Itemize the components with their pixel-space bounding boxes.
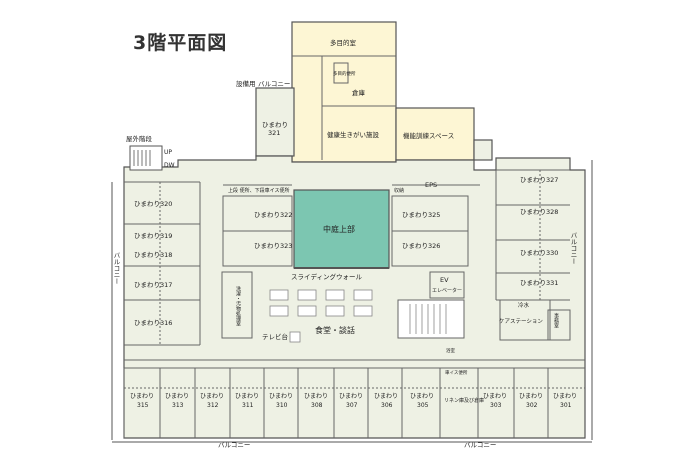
room-328-name: ひまわり	[520, 208, 546, 216]
storage-label: 収納	[394, 187, 404, 194]
room-317-num: 317	[160, 281, 172, 289]
warehouse-label: 倉庫	[352, 88, 366, 97]
page-title: 3階平面図	[133, 32, 228, 54]
dining-tables	[269, 289, 373, 343]
room-315-name: ひまわり	[130, 393, 154, 400]
eps-label: EPS	[425, 181, 437, 189]
room-307-name: ひまわり	[339, 393, 363, 400]
room-316-name: ひまわり	[134, 319, 160, 327]
room-301-name: ひまわり	[553, 393, 577, 400]
multipurpose-area	[291, 21, 397, 163]
outer-stairs	[129, 145, 163, 171]
room-310-name: ひまわり	[269, 393, 293, 400]
wheelchair-toilet-label: 車イス便所	[445, 369, 468, 376]
room-322-name: ひまわり	[254, 211, 280, 219]
cold-water-label: 冷水	[518, 301, 530, 309]
room-302-name: ひまわり	[519, 393, 543, 400]
room-328-num: 328	[546, 208, 558, 216]
room-320-num: 320	[160, 200, 172, 208]
multipurpose-label: 多目的室	[330, 38, 357, 47]
office-label: 事務室	[553, 312, 559, 328]
room-321-name: ひまわり	[262, 121, 288, 129]
room-302-num: 302	[526, 402, 538, 409]
balcony-top-label: バルコニー	[258, 80, 290, 88]
wing-321	[255, 87, 295, 157]
room-331-num: 331	[546, 279, 558, 287]
balcony-right-label: バルコニー	[569, 232, 577, 265]
room-320-name: ひまわり	[134, 200, 160, 208]
ev-label: EV	[440, 276, 449, 284]
room-312-name: ひまわり	[200, 393, 224, 400]
room-325-num: 325	[428, 211, 440, 219]
room-330-num: 330	[546, 249, 558, 257]
room-318-name: ひまわり	[134, 251, 160, 259]
sliding-label: スライディングウォール	[291, 272, 363, 281]
room-319-name: ひまわり	[134, 232, 160, 240]
wing-small	[473, 139, 493, 161]
equipment-label: 設備用	[236, 79, 256, 88]
balcony-bottom-right-label: バルコニー	[464, 441, 496, 449]
room-319-num: 319	[160, 232, 172, 240]
walls	[123, 55, 585, 438]
room-311-name: ひまわり	[235, 393, 259, 400]
room-310-num: 310	[276, 402, 288, 409]
room-327-name: ひまわり	[520, 176, 546, 184]
room-325-name: ひまわり	[402, 211, 428, 219]
ikigai-label: 健康生きがい施設	[327, 130, 380, 139]
care-station-label: ケアステーション	[499, 318, 543, 325]
room-305-name: ひまわり	[410, 393, 434, 400]
linen-label: リネン庫及び倉庫	[444, 397, 484, 404]
toilet-small-label: 多目的便所	[333, 70, 356, 77]
room-331-name: ひまわり	[520, 279, 546, 287]
room-313-name: ひまわり	[165, 393, 189, 400]
room-323-name: ひまわり	[254, 242, 280, 250]
room-306-num: 306	[381, 402, 393, 409]
room-321-num: 321	[268, 129, 280, 137]
room-326-num: 326	[428, 242, 440, 250]
room-330-name: ひまわり	[520, 249, 546, 257]
bathroom-label: 浴室	[446, 347, 455, 354]
room-305-num: 305	[417, 402, 429, 409]
laundry-label: 洗濯・汚物処理室	[235, 285, 241, 326]
dining-label: 食堂・談話	[315, 325, 355, 335]
room-311-num: 311	[242, 402, 254, 409]
room-317-name: ひまわり	[134, 281, 160, 289]
room-308-num: 308	[311, 402, 323, 409]
room-303-name: ひまわり	[483, 393, 507, 400]
room-303-num: 303	[490, 402, 502, 409]
room-306-name: ひまわり	[374, 393, 398, 400]
up-label: UP	[164, 149, 172, 156]
dw-label: DW	[164, 162, 175, 169]
room-307-num: 307	[346, 402, 358, 409]
room-308-name: ひまわり	[304, 393, 328, 400]
room-301-num: 301	[560, 402, 572, 409]
outer-stairs-label: 屋外階段	[126, 134, 153, 143]
balcony-outlines	[111, 160, 593, 443]
balcony-bottom-left-label: バルコニー	[218, 441, 250, 449]
room-318-num: 318	[160, 251, 172, 259]
room-312-num: 312	[207, 402, 219, 409]
room-326-name: ひまわり	[402, 242, 428, 250]
room-313-num: 313	[172, 402, 184, 409]
tv-label: テレビ台	[262, 332, 288, 341]
elevator-label: エレベーター	[432, 287, 462, 294]
room-322-num: 322	[280, 211, 292, 219]
room-327-num: 327	[546, 176, 558, 184]
courtyard-label: 中庭上部	[323, 224, 355, 234]
inner-stairs	[409, 304, 447, 334]
room-323-num: 323	[280, 242, 292, 250]
toilet-row-label: 上段 便所、下段車イス便所	[228, 187, 289, 194]
room-316-num: 316	[160, 319, 172, 327]
training-label: 機能訓練スペース	[403, 131, 454, 140]
balcony-left-label: バルコニー	[112, 252, 120, 285]
room-315-num: 315	[137, 402, 149, 409]
